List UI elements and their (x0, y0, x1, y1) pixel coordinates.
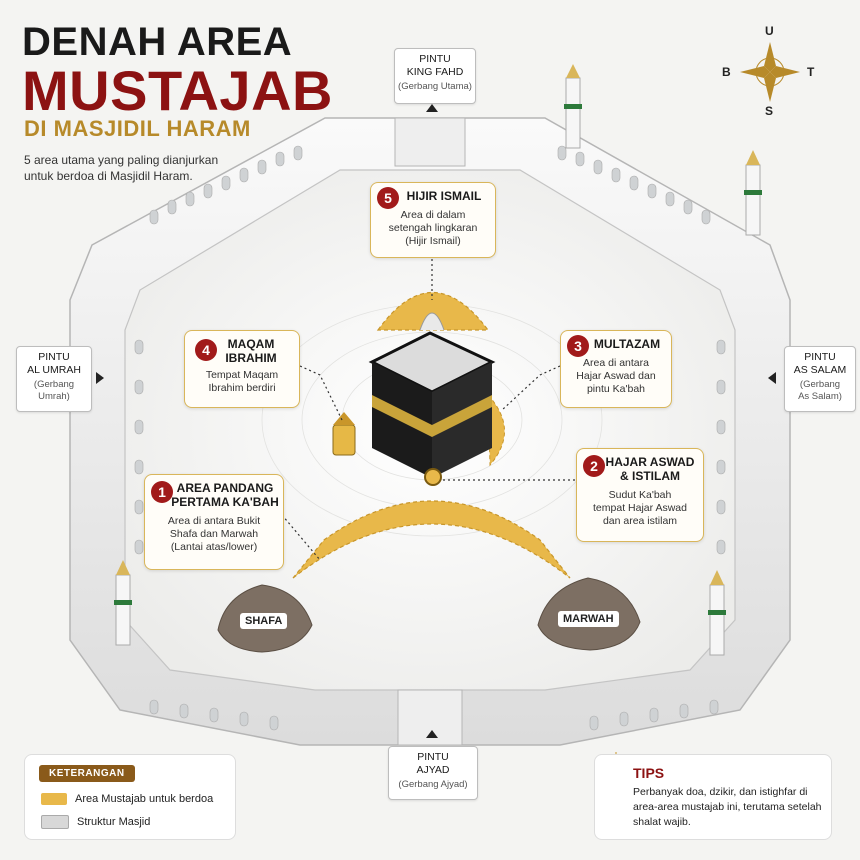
card-body-1: Area di antara Bukit (167, 515, 261, 527)
gate-sub-2: As Salam) (798, 391, 842, 402)
gate-label: PINTU (419, 53, 451, 65)
title-line-1: DENAH AREA (22, 20, 293, 64)
hajar-aswad-marker (424, 468, 442, 486)
card-body-1: Area di dalam (400, 209, 466, 221)
card-area-2-hajar-aswad: 2 HAJAR ASWAD & ISTILAM Sudut Ka'bah tem… (576, 448, 704, 542)
card-body-1: Tempat Maqam (205, 369, 279, 381)
area-1-highlight (292, 500, 571, 579)
area-number: 5 (377, 187, 399, 209)
arcade-arches (134, 145, 726, 731)
gate-block-top (394, 117, 466, 167)
card-body-3: dan area istilam (602, 515, 678, 527)
card-title: HIJIR ISMAIL (406, 189, 482, 203)
gate-sub: (Gerbang Utama) (398, 81, 472, 92)
gate-sub: (Gerbang Ajyad) (398, 779, 468, 790)
card-title-2: IBRAHIM (225, 351, 277, 365)
hijir-wall (419, 312, 445, 331)
tips-heading: TIPS (633, 765, 665, 781)
legend-item-mustajab: Area Mustajab untuk berdoa (41, 793, 214, 806)
card-title: MULTAZAM (593, 337, 661, 351)
tips-body: Perbanyak doa, dzikir, dan istighfar di … (633, 786, 822, 828)
minaret-icon (114, 64, 762, 656)
arrow-left (96, 372, 104, 384)
gate-label: PINTU (417, 751, 449, 763)
tips-panel: TIPS Perbanyak doa, dzikir, dan istighfa… (594, 754, 832, 840)
maqam-ibrahim-icon (332, 412, 356, 456)
area-3-highlight (487, 393, 505, 467)
card-area-5-hijir-ismail: 5 HIJIR ISMAIL Area di dalam setengah li… (370, 182, 496, 258)
legend-heading: KETERANGAN (39, 765, 135, 782)
card-body-1: Sudut Ka'bah (608, 489, 672, 501)
arrow-bottom (426, 730, 438, 738)
card-body-2: Ibrahim berdiri (208, 382, 276, 394)
card-title-2: PERTAMA KA'BAH (171, 495, 279, 509)
legend-swatch-gold (41, 793, 67, 806)
card-area-3-multazam: 3 MULTAZAM Area di antara Hajar Aswad da… (560, 330, 672, 408)
compass-south: S (765, 104, 774, 118)
gate-ajyad: PINTU AJYAD (Gerbang Ajyad) (388, 746, 478, 800)
card-title-1: AREA PANDANG (176, 481, 274, 495)
gate-name: AL UMRAH (27, 364, 81, 376)
marwah-label: MARWAH (558, 611, 619, 627)
card-body-3: (Lantai atas/lower) (170, 541, 258, 553)
legend-swatch-grey (41, 815, 69, 829)
card-title-1: MAQAM (227, 337, 275, 351)
gate-sub-1: (Gerbang (799, 379, 841, 390)
description: 5 area utama yang paling dianjurkan untu… (24, 153, 219, 183)
gate-name: AS SALAM (793, 364, 847, 376)
title-line-3: DI MASJIDIL HARAM (24, 116, 251, 141)
card-body-2: Hajar Aswad dan (576, 370, 656, 382)
area-number: 4 (195, 339, 217, 361)
gate-label: PINTU (804, 351, 836, 363)
gate-sub-1: (Gerbang (33, 379, 75, 390)
compass-icon (740, 42, 800, 102)
legend-panel: KETERANGAN Area Mustajab untuk berdoa St… (24, 754, 236, 840)
card-area-1-pandang-pertama: 1 AREA PANDANG PERTAMA KA'BAH Area di an… (144, 474, 284, 570)
area-number: 2 (583, 455, 605, 477)
area-number: 1 (151, 481, 173, 503)
card-title-2: & ISTILAM (620, 469, 680, 483)
card-body-2: tempat Hajar Aswad (593, 502, 687, 514)
area-5-highlight (376, 292, 490, 331)
card-area-4-maqam-ibrahim: 4 MAQAM IBRAHIM Tempat Maqam Ibrahim ber… (184, 330, 300, 408)
compass-north: U (765, 24, 774, 38)
card-body-2: setengah lingkaran (388, 222, 478, 234)
legend-label: Area Mustajab untuk berdoa (75, 793, 214, 805)
card-title-1: HAJAR ASWAD (605, 455, 695, 469)
compass-west: B (722, 65, 731, 79)
gate-king-fahd: PINTU KING FAHD (Gerbang Utama) (394, 48, 476, 104)
gate-sub-2: Umrah) (38, 391, 70, 402)
compass-east: T (807, 65, 815, 79)
gate-as-salam: PINTU AS SALAM (Gerbang As Salam) (784, 346, 856, 412)
area-number: 3 (567, 335, 589, 357)
legend-label: Struktur Masjid (77, 815, 151, 828)
shafa-label: SHAFA (240, 613, 288, 629)
arrow-right (768, 372, 776, 384)
kaaba-icon (368, 331, 496, 478)
card-body-1: Area di antara (583, 357, 649, 369)
legend-item-struktur: Struktur Masjid (41, 815, 150, 829)
leader-lines (281, 254, 575, 561)
gate-name: AJYAD (416, 764, 450, 776)
gate-label: PINTU (38, 351, 70, 363)
card-body-3: pintu Ka'bah (586, 383, 646, 395)
card-body-3: (Hijir Ismail) (405, 235, 461, 247)
title-line-2: MUSTAJAB (22, 59, 333, 122)
gate-name: KING FAHD (406, 66, 464, 78)
gate-al-umrah: PINTU AL UMRAH (Gerbang Umrah) (16, 346, 92, 412)
card-body-2: Shafa dan Marwah (169, 528, 259, 540)
arrow-top (426, 104, 438, 112)
